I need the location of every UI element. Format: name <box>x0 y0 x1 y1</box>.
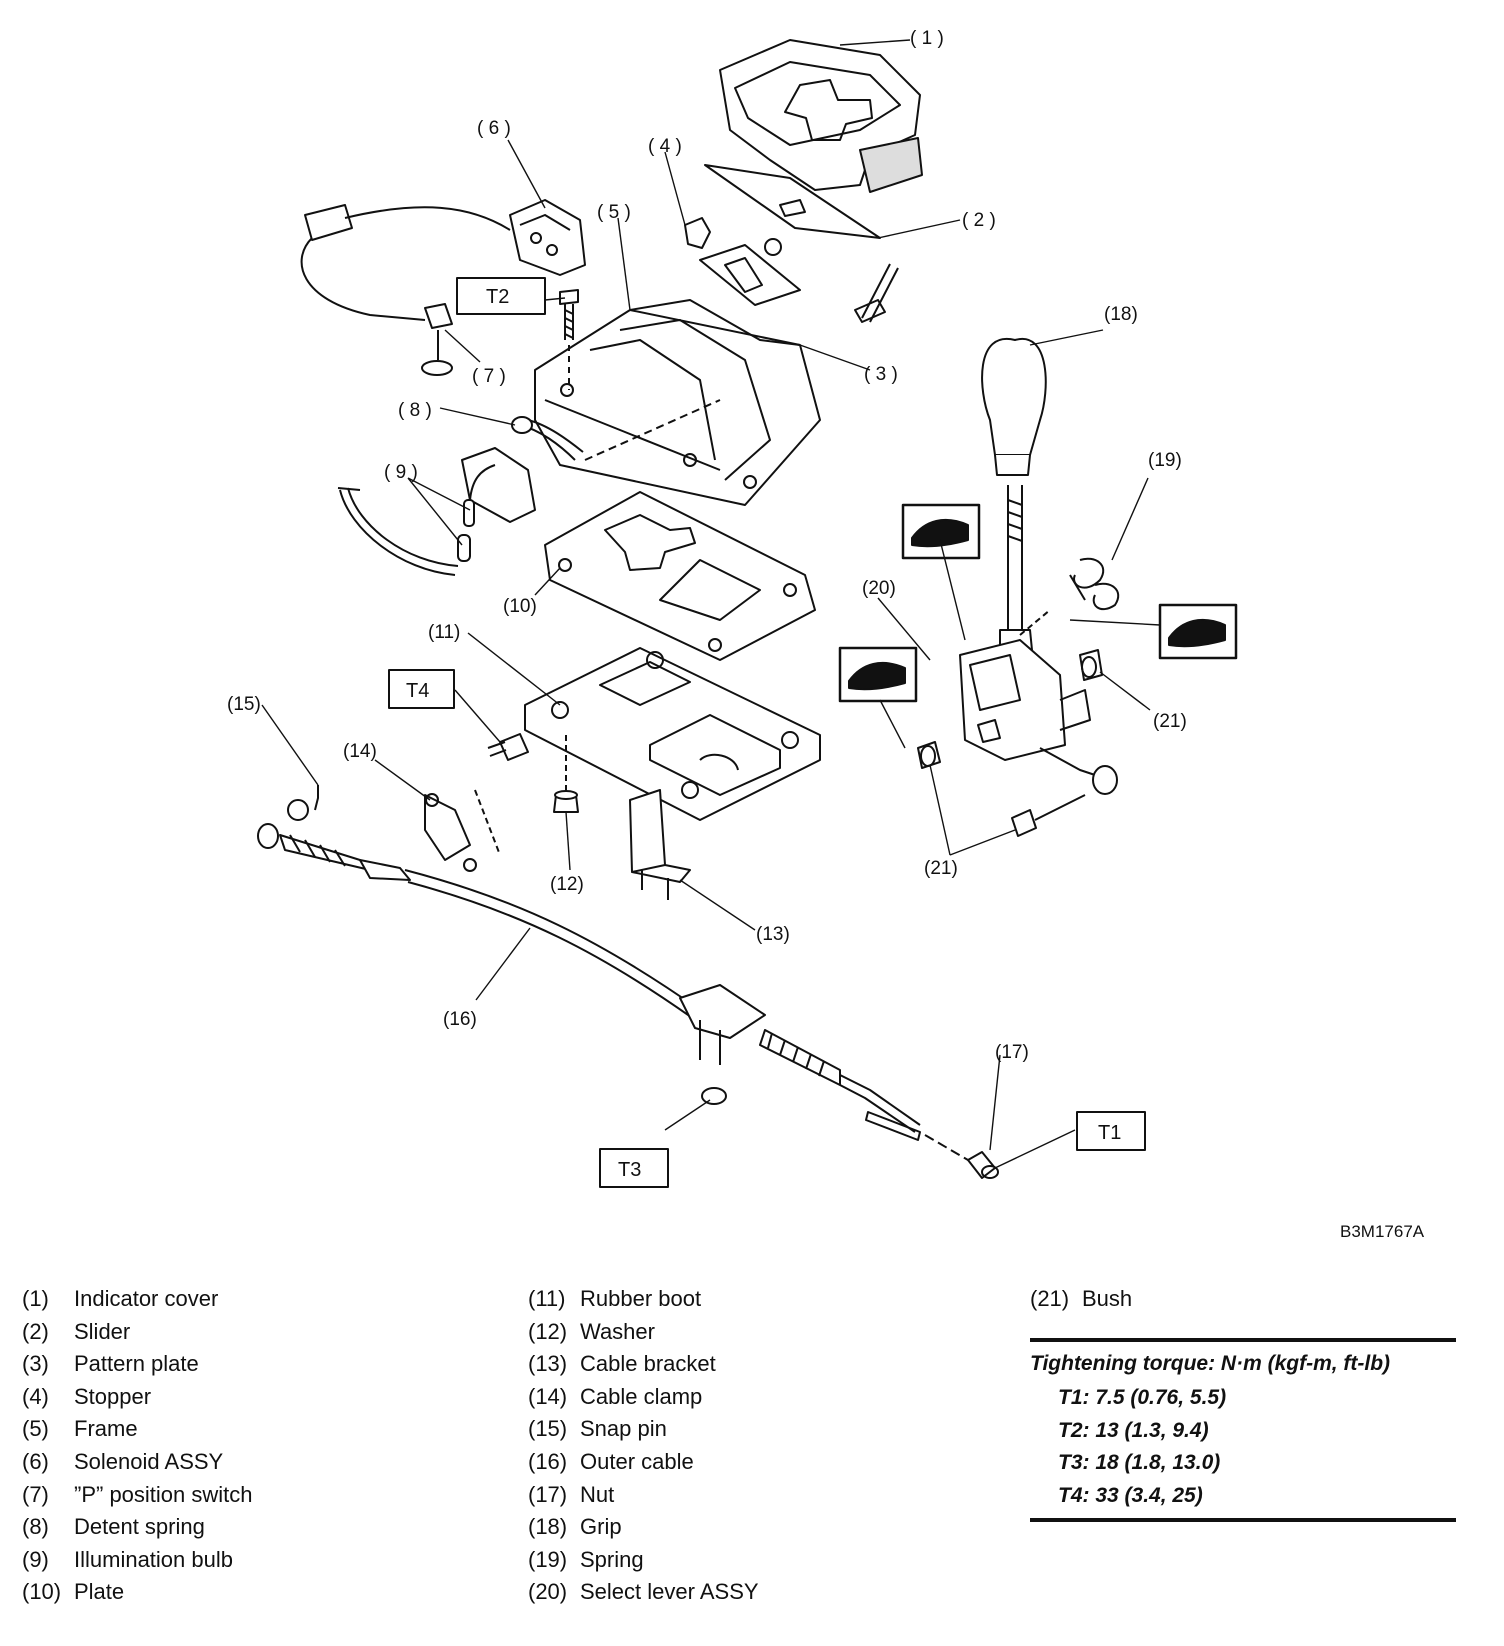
callout-9: ( 9 ) <box>384 462 418 483</box>
callout-7: ( 7 ) <box>472 366 506 387</box>
indicator-cover-part <box>719 39 923 193</box>
legend-item: (17)Nut <box>528 1481 615 1507</box>
legend-column-3: (21)Bush <box>1030 1283 1132 1316</box>
callout-4: ( 4 ) <box>648 136 682 157</box>
torque-top-rule <box>1030 1338 1456 1342</box>
callout-11: (11) <box>428 622 460 643</box>
callout-20: (20) <box>862 578 896 599</box>
pattern-plate-part <box>699 238 801 306</box>
rubber-boot-part <box>524 647 821 821</box>
select-lever-assy-part <box>959 485 1118 795</box>
spring-part <box>1069 557 1120 611</box>
legend-item: (7)”P” position switch <box>22 1481 253 1507</box>
callout-19: (19) <box>1148 450 1182 471</box>
frame-part <box>534 299 821 506</box>
t3-nut <box>701 1087 727 1105</box>
callout-21-bottom: (21) <box>924 858 958 879</box>
torque-item: T1: 7.5 (0.76, 5.5) <box>1058 1386 1227 1409</box>
grease-icon <box>838 646 918 703</box>
cable-bracket-part <box>629 789 691 900</box>
torque-label-boxes <box>388 277 1146 1188</box>
torque-bottom-rule <box>1030 1518 1456 1523</box>
legend-item: (9)Illumination bulb <box>22 1546 233 1572</box>
torque-item: T4: 33 (3.4, 25) <box>1058 1483 1203 1507</box>
legend-column-2: (11)Rubber boot (12)Washer (13)Cable bra… <box>528 1283 759 1609</box>
callout-15: (15) <box>227 694 261 715</box>
callout-21-right: (21) <box>1153 711 1187 732</box>
grip-part <box>981 337 1047 476</box>
callout-1: ( 1 ) <box>910 28 944 49</box>
legend-item: (11)Rubber boot <box>528 1286 702 1311</box>
torque-item: T3: 18 (1.8, 13.0) <box>1058 1451 1221 1475</box>
callout-16: (16) <box>443 1009 477 1030</box>
legend-item: (12)Washer <box>528 1318 655 1344</box>
legend-item: (13)Cable bracket <box>528 1351 716 1377</box>
callout-17: (17) <box>995 1042 1029 1063</box>
bush-parts <box>917 649 1103 837</box>
callout-3: ( 3 ) <box>864 364 898 385</box>
t4-bolt <box>487 733 529 761</box>
plate-part <box>544 491 816 661</box>
solenoid-assy-part <box>300 199 586 376</box>
legend-item: (19)Spring <box>528 1546 644 1572</box>
legend-item: (15)Snap pin <box>528 1416 667 1442</box>
legend-item: (2)Slider <box>22 1318 131 1344</box>
callout-10: (10) <box>503 596 537 617</box>
legend-item: (8)Detent spring <box>22 1514 205 1540</box>
legend-item: (10)Plate <box>22 1579 125 1605</box>
legend-item: (18)Grip <box>528 1514 622 1540</box>
leader-lines <box>261 39 1161 1169</box>
torque-box-t1: T1 <box>1098 1122 1121 1144</box>
snap-pin-part <box>257 785 319 849</box>
callout-12: (12) <box>550 874 584 895</box>
callout-5: ( 5 ) <box>597 202 631 223</box>
legend-item: (20)Select lever ASSY <box>528 1579 759 1605</box>
callout-8: ( 8 ) <box>398 400 432 421</box>
legend-item: (6)Solenoid ASSY <box>22 1448 224 1474</box>
frame-bolt <box>854 263 899 323</box>
torque-box-t2: T2 <box>486 286 509 308</box>
callout-6: ( 6 ) <box>477 118 511 139</box>
torque-box-t3: T3 <box>618 1159 641 1181</box>
legend-item: (3)Pattern plate <box>22 1351 199 1377</box>
callout-18: (18) <box>1104 304 1138 325</box>
exploded-parts-diagram: ( 1 ) ( 2 ) ( 3 ) ( 4 ) ( 5 ) ( 6 ) ( 7 … <box>227 28 1238 1188</box>
torque-box-t4: T4 <box>406 680 429 702</box>
outer-cable-part <box>279 834 969 1161</box>
illumination-bulb-part <box>337 447 536 576</box>
callout-14: (14) <box>343 741 377 762</box>
figure-code: B3M1767A <box>1340 1222 1425 1241</box>
torque-specification: Tightening torque: N·m (kgf-m, ft-lb) T1… <box>1030 1338 1456 1523</box>
grease-icon <box>1158 603 1238 660</box>
stopper-part <box>684 217 711 249</box>
grease-icon <box>901 503 981 560</box>
t2-bolt <box>559 289 579 390</box>
cable-clamp-part <box>424 789 501 872</box>
callout-13: (13) <box>756 924 790 945</box>
nut-part <box>967 1151 999 1179</box>
legend-item: (21)Bush <box>1030 1286 1133 1311</box>
torque-item: T2: 13 (1.3, 9.4) <box>1058 1418 1209 1442</box>
torque-title: Tightening torque: N·m (kgf-m, ft-lb) <box>1030 1352 1391 1375</box>
legend-item: (4)Stopper <box>22 1383 152 1409</box>
legend-item: (5)Frame <box>22 1416 138 1442</box>
legend-item: (16)Outer cable <box>528 1448 694 1474</box>
legend-item: (14)Cable clamp <box>528 1383 703 1409</box>
callout-2: ( 2 ) <box>962 210 996 231</box>
legend-column-1: (1)Indicator cover (2)Slider (3)Pattern … <box>22 1283 253 1609</box>
washer-part <box>553 735 579 813</box>
legend-item: (1)Indicator cover <box>22 1286 219 1311</box>
